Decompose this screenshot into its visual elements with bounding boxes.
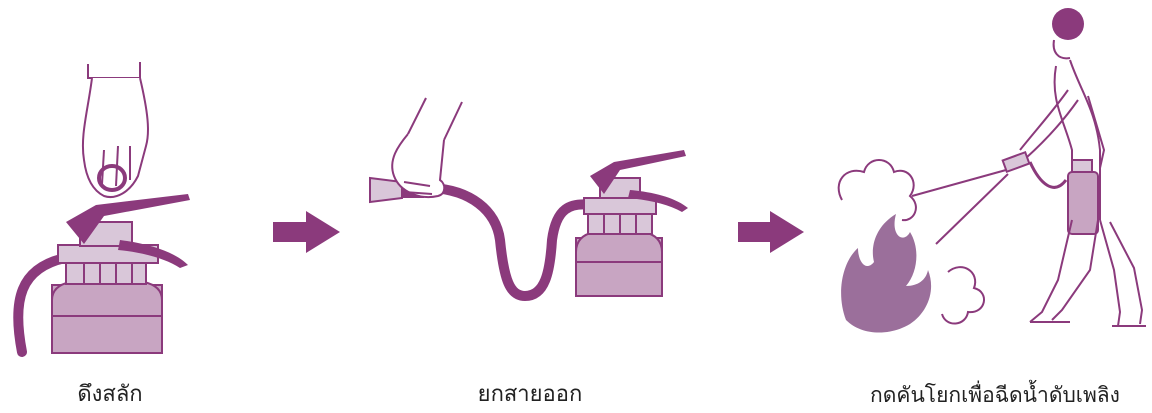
- step-1-caption: ดึงสลัก: [77, 382, 143, 407]
- step-2-caption: ยกสายออก: [477, 382, 583, 407]
- step-3-caption: กดคันโยกเพื่อฉีดน้ำดับเพลิง: [870, 383, 1120, 407]
- step-3-spray-illustration: [837, 8, 1146, 333]
- right-arrow-icon: [273, 211, 340, 253]
- right-arrow-icon: [738, 211, 804, 253]
- step-1-pull-pin-illustration: [13, 62, 190, 357]
- step-2-lift-hose-illustration: [369, 97, 688, 302]
